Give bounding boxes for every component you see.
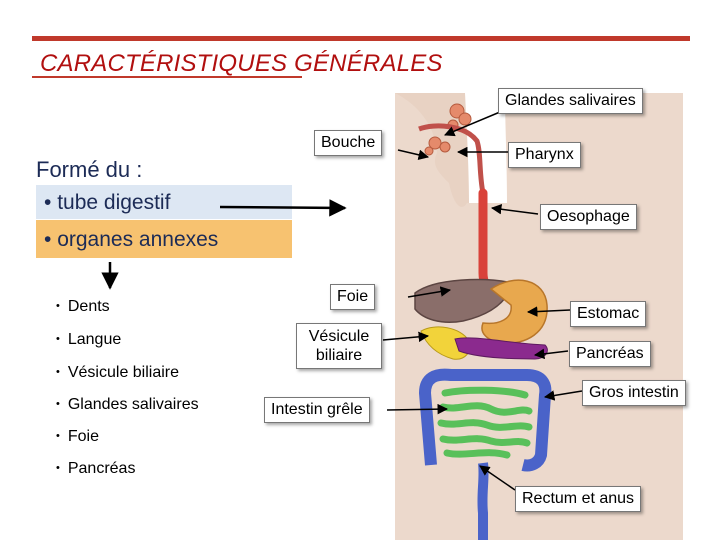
list-item-label: Glandes salivaires bbox=[67, 396, 199, 413]
label-pancreas: Pancréas bbox=[569, 341, 651, 367]
page-title: CARACTÉRISTIQUES GÉNÉRALES bbox=[40, 50, 443, 77]
label-vesicule-biliaire: Vésicule biliaire bbox=[296, 323, 382, 369]
list-item-label: Dents bbox=[67, 298, 110, 315]
label-pharynx: Pharynx bbox=[508, 142, 581, 168]
list-item-label: Pancréas bbox=[67, 460, 136, 477]
liver bbox=[414, 278, 514, 323]
bullet-tube-digestif-label: tube digestif bbox=[57, 191, 171, 214]
list-item: •Glandes salivaires bbox=[56, 396, 199, 413]
list-item: •Vésicule biliaire bbox=[56, 364, 180, 381]
list-item: •Pancréas bbox=[56, 460, 136, 477]
label-estomac: Estomac bbox=[570, 301, 647, 327]
label-rectum-anus: Rectum et anus bbox=[515, 486, 642, 512]
title-underline bbox=[32, 76, 302, 78]
large-intestine bbox=[419, 368, 552, 472]
bullet-tube-digestif: • tube digestif bbox=[44, 191, 171, 214]
gallbladder bbox=[420, 326, 471, 360]
label-gros-intestin: Gros intestin bbox=[582, 380, 686, 406]
oral-cavity bbox=[418, 123, 486, 194]
bullet-organes-annexes-label: organes annexes bbox=[57, 228, 219, 251]
list-item-label: Foie bbox=[67, 428, 99, 445]
label-bouche: Bouche bbox=[314, 130, 383, 156]
list-item: •Foie bbox=[56, 428, 99, 445]
title-rule bbox=[32, 36, 690, 41]
small-intestine bbox=[437, 386, 533, 459]
organes-annexes-highlight bbox=[36, 220, 292, 258]
label-intestin-grele: Intestin grêle bbox=[264, 397, 370, 423]
bullet-organes-annexes: • organes annexes bbox=[44, 228, 219, 251]
list-item: •Langue bbox=[56, 331, 122, 348]
list-item-label: Langue bbox=[67, 331, 122, 348]
label-oesophage: Oesophage bbox=[540, 204, 637, 230]
label-foie: Foie bbox=[330, 284, 376, 310]
label-glandes-salivaires: Glandes salivaires bbox=[498, 88, 643, 114]
list-item-label: Vésicule biliaire bbox=[67, 364, 180, 381]
tube-digestif-highlight bbox=[36, 185, 292, 219]
intro-heading: Formé du : bbox=[36, 157, 143, 182]
list-item: •Dents bbox=[56, 298, 110, 315]
